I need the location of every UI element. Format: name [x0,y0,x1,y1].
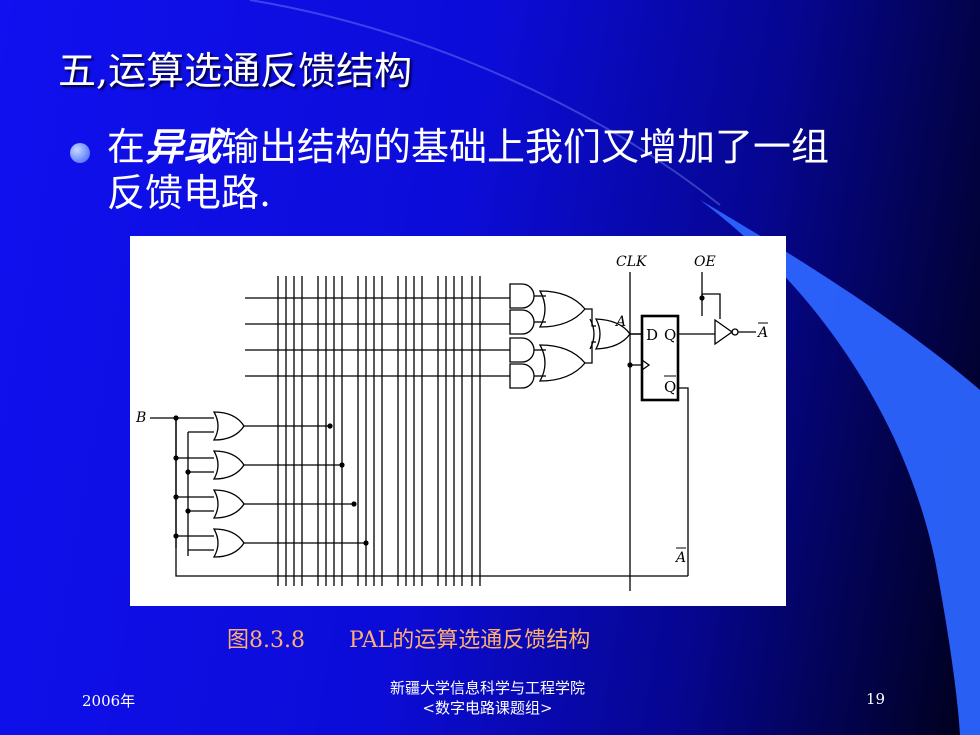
footer-date: 2006年 [82,692,136,710]
footer-org-line2: <数字电路课题组> [422,699,553,717]
feedback-or-gates [176,411,366,558]
or-gates [534,290,586,382]
junction-dots [173,295,705,546]
circuit-diagram: CLK OE A B A A D Q Q [135,254,768,591]
ff-q-label: Q [664,326,676,344]
circuit-figure: CLK OE A B A A D Q Q [130,236,786,606]
d-flip-flop [630,314,680,402]
accent-sweep-highlight [249,0,721,206]
xor-gate [585,308,642,364]
bullet-icon [70,143,90,163]
feedback-a-label: A [674,550,686,566]
bullet-text-emphasis: 异或 [145,124,222,169]
page-number: 19 [866,690,886,708]
figure-caption: 图8.3.8 PAL的运算选通反馈结构 [227,628,591,653]
and-input-lines [245,297,510,377]
footer-org-line1: 新疆大学信息科学与工程学院 [389,679,585,697]
output-a-label: A [756,325,768,341]
overbars [664,322,768,549]
and-gates [509,283,535,389]
xor-output-label: A [614,314,626,330]
oe-label: OE [694,254,716,270]
slide-title: 五,运算选通反馈结构 [58,49,413,93]
clk-label: CLK [616,254,648,270]
matrix-vertical-lines [277,276,481,586]
ff-d-label: D [646,326,658,344]
bullet-text-start: 在 [107,125,146,169]
ff-qbar-label: Q [664,378,676,396]
bullet-text: 在异或输出结构的基础上我们又增加了一组反馈电路. [107,124,867,216]
input-b-label: B [135,410,146,426]
accent-sweep-shape [700,200,980,735]
footer-organization: 新疆大学信息科学与工程学院 <数字电路课题组> [345,678,630,718]
tri-state-buffer [714,318,734,346]
bullet-text-end: 输出结构的基础上我们又增加了一组反馈电路. [107,125,830,215]
